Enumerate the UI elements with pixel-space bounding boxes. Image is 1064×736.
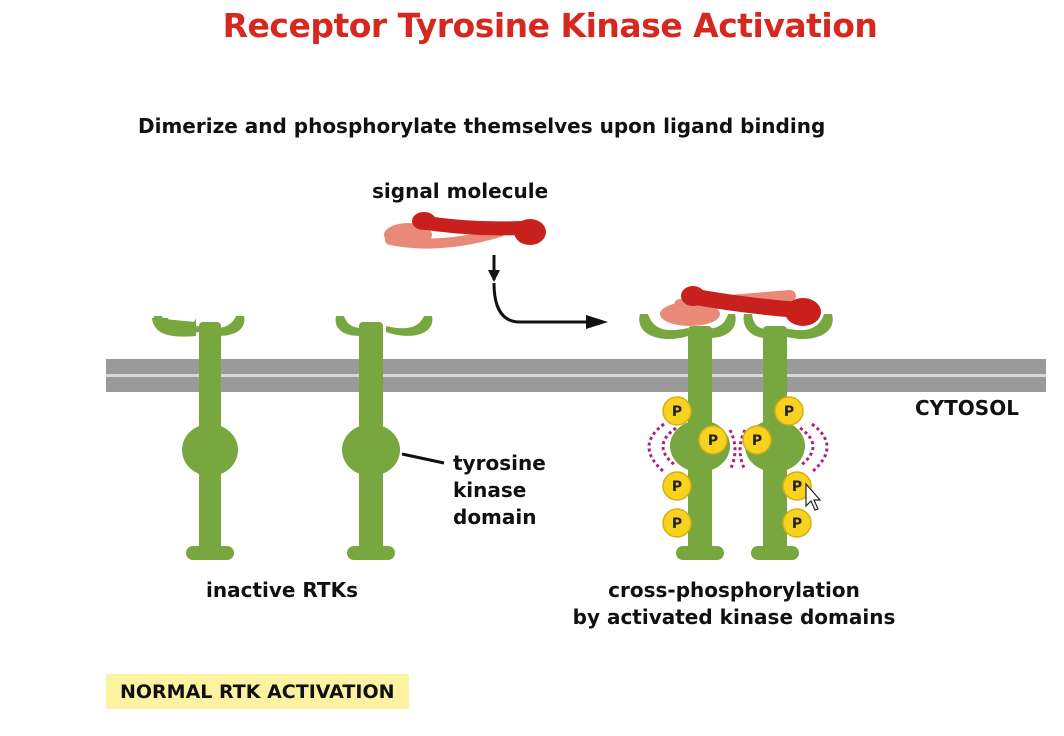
inactive-rtks-label: inactive RTKs	[206, 578, 358, 602]
kinase-activity-marks	[647, 422, 829, 474]
inactive-receptor-left	[152, 316, 245, 560]
phosphate-group: P	[742, 425, 772, 455]
svg-text:P: P	[792, 516, 802, 532]
phosphate-group: P	[662, 396, 692, 426]
arrow-icon	[488, 255, 608, 329]
phosphate-group: P	[662, 471, 692, 501]
normal-rtk-activation-badge: NORMAL RTK ACTIVATION	[106, 674, 409, 709]
svg-text:P: P	[672, 479, 682, 495]
cursor-icon	[805, 482, 822, 511]
phosphate-group: P	[698, 425, 728, 455]
svg-text:P: P	[708, 433, 718, 449]
label-line: by activated kinase domains	[572, 605, 896, 629]
label-line: cross-phosphorylation	[608, 578, 860, 602]
phosphate-group: P	[774, 396, 804, 426]
svg-text:P: P	[672, 516, 682, 532]
active-receptor-dimer: P P P P P P P	[639, 286, 833, 560]
cross-phosphorylation-label: cross-phosphorylation by activated kinas…	[540, 577, 928, 631]
svg-text:P: P	[672, 404, 682, 420]
svg-text:P: P	[752, 433, 762, 449]
inactive-receptor-right	[335, 316, 433, 560]
svg-text:P: P	[792, 479, 802, 495]
label-line: tyrosine	[453, 451, 546, 475]
signal-molecule-label: signal molecule	[372, 179, 549, 203]
phosphate-group: P	[782, 471, 812, 501]
label-line: domain	[453, 505, 537, 529]
tyrosine-kinase-domain-label: tyrosine kinase domain	[453, 450, 546, 531]
kinase-domain-pointer	[401, 452, 445, 465]
label-line: kinase	[453, 478, 527, 502]
phosphate-group: P	[782, 508, 812, 538]
page-subtitle: Dimerize and phosphorylate themselves up…	[138, 114, 826, 138]
phosphate-group-list: P P P P P P P	[662, 396, 812, 538]
plasma-membrane	[106, 359, 1046, 392]
signal-molecule	[384, 212, 546, 249]
page-title: Receptor Tyrosine Kinase Activation	[222, 6, 878, 45]
phosphate-group: P	[662, 508, 692, 538]
svg-text:P: P	[784, 404, 794, 420]
cytosol-label: CYTOSOL	[915, 396, 1019, 420]
